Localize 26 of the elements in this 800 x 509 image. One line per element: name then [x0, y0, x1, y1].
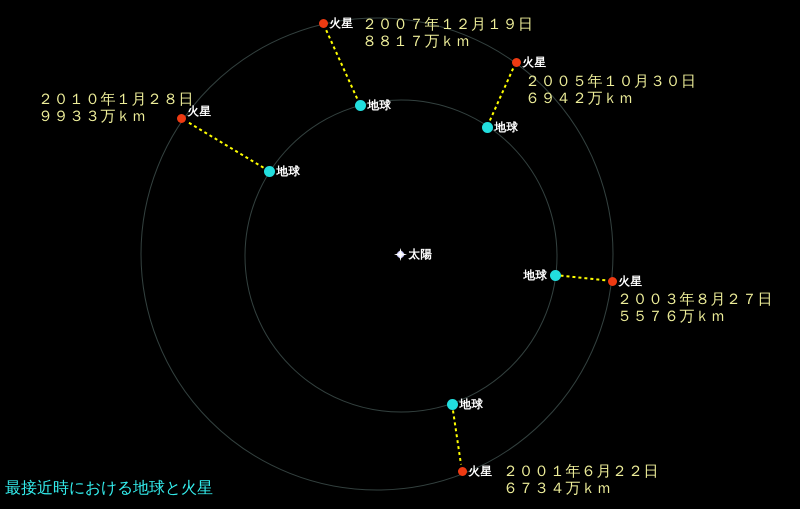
planet-label: 地球: [494, 120, 518, 134]
distance-label: ６７３４万ｋｍ: [503, 480, 612, 497]
distance-line: [560, 274, 608, 282]
date-label: ２００５年１０月３０日: [525, 73, 697, 90]
distance-label: ６９４２万ｋｍ: [525, 90, 634, 107]
date-label: ２００７年１２月１９日: [362, 16, 534, 33]
planet-label: 地球: [368, 98, 392, 112]
distance-line: [324, 29, 358, 99]
date-label: ２００３年８月２７日: [617, 291, 773, 308]
planet-label: 地球: [460, 398, 484, 410]
distance-line: [452, 410, 462, 465]
distance-label: ９９３３万ｋｍ: [38, 108, 148, 125]
distance-label: ８８１７万ｋｍ: [362, 33, 472, 50]
planet-label: 火星: [330, 16, 354, 30]
sun-label: 太陽: [408, 248, 432, 260]
planet-label: 地球: [276, 164, 300, 178]
distance-label: ５５７６万ｋｍ: [617, 308, 726, 325]
distance-line: [188, 122, 264, 169]
distance-line: [488, 68, 514, 121]
planet-label: 火星: [188, 104, 212, 118]
planet-label: 火星: [618, 274, 642, 288]
planet-label: 火星: [468, 464, 492, 478]
planet-label: 火星: [522, 56, 546, 68]
diagram-title: 最接近時における地球と火星: [5, 478, 213, 498]
date-label: ２００１年６月２２日: [503, 463, 659, 480]
planet-label: 地球: [524, 268, 548, 282]
